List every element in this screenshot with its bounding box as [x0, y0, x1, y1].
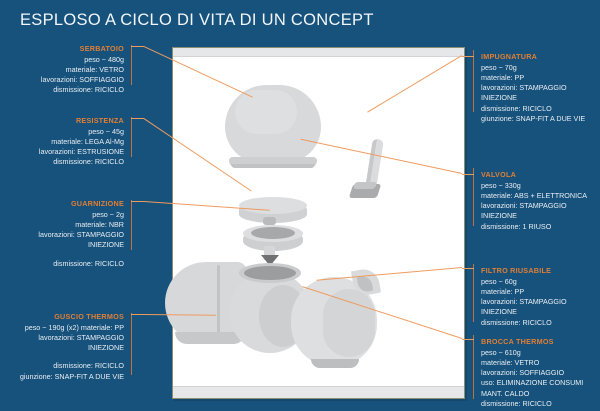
label-brocca-thermos-line-2: lavorazioni: SOFFIAGGIO — [481, 368, 565, 378]
part-guscio-thermos-left-seam — [217, 265, 220, 341]
label-impugnatura-heading: IMPUGNATURA — [481, 52, 538, 61]
part-serbatoio-base-shadow — [231, 164, 315, 168]
tick-impugnatura — [462, 56, 474, 57]
label-valvola-line-3: INIEZIONE — [481, 211, 517, 221]
label-guarnizione-line-4: dismissione: RICICLO — [53, 258, 124, 268]
label-valvola-line-1: materiale: ABS + ELETTRONICA — [481, 190, 588, 200]
tick-resistenza — [131, 118, 144, 119]
bracket-serbatoio — [131, 45, 132, 85]
label-guarnizione-line-2: lavorazioni: STAMPAGGIO — [38, 230, 124, 240]
bracket-resistenza — [131, 117, 132, 157]
label-impugnatura-line-3: INIEZIONE — [481, 93, 517, 103]
label-brocca-thermos-line-1: materiale: VETRO — [481, 357, 540, 367]
bracket-guscio-thermos — [131, 313, 132, 375]
label-guscio-thermos-line-0: peso ~ 190g (x2) materiale: PP — [24, 322, 124, 332]
part-filtro-ring-bore — [251, 227, 295, 239]
label-serbatoio-line-0: peso ~ 480g — [84, 54, 124, 64]
label-impugnatura-line-1: materiale: PP — [481, 72, 525, 82]
label-impugnatura: IMPUGNATURA peso ~ 70g materiale: PP lav… — [481, 52, 600, 124]
label-filtro-riusabile-line-4: dismissione: RICICLO — [481, 317, 552, 327]
label-valvola-line-0: peso ~ 330g — [481, 180, 521, 190]
label-guscio-thermos-line-4: giunzione: SNAP-FIT A DUE VIE — [19, 371, 124, 381]
label-valvola-line-4: dismissione: 1 RIUSO — [481, 221, 552, 231]
label-guarnizione-line-0: peso ~ 2g — [92, 209, 124, 219]
label-guarnizione-line-3: INIEZIONE — [88, 240, 124, 250]
label-impugnatura-line-4: dismissione: RICICLO — [481, 103, 552, 113]
tick-valvola — [462, 174, 474, 175]
tick-filtro-riusabile — [462, 268, 474, 269]
part-filtro-stem — [264, 246, 275, 260]
label-resistenza-line-2: lavorazioni: ESTRUSIONE — [38, 147, 124, 157]
part-jug-foot — [311, 359, 359, 368]
label-resistenza-heading: RESISTENZA — [75, 116, 124, 125]
label-serbatoio: SERBATOIO peso ~ 480g materiale: VETRO l… — [0, 44, 124, 96]
bracket-guarnizione — [131, 200, 132, 250]
part-impugnatura-foot-top — [352, 182, 378, 189]
tick-serbatoio — [131, 46, 144, 47]
part-guscio-thermos-right-shade — [323, 289, 375, 357]
bracket-brocca-thermos — [473, 335, 474, 399]
label-guscio-thermos-line-1: lavorazioni: STAMPAGGIO — [38, 332, 124, 342]
label-brocca-thermos-line-4: MANT. CALDO — [481, 388, 530, 398]
part-guscio-thermos-left-shadow — [175, 332, 243, 344]
label-filtro-riusabile-line-2: lavorazioni: STAMPAGGIO — [481, 297, 567, 307]
tick-guarnizione — [131, 201, 144, 202]
label-guscio-thermos-heading: GUSCIO THERMOS — [54, 312, 124, 321]
label-serbatoio-heading: SERBATOIO — [79, 44, 124, 53]
label-filtro-riusabile: FILTRO RIUSABILE peso ~ 60g materiale: P… — [481, 266, 600, 328]
label-impugnatura-line-5: giunzione: SNAP-FIT A DUE VIE — [481, 113, 586, 123]
label-filtro-riusabile-line-1: materiale: PP — [481, 286, 525, 296]
label-brocca-thermos-line-0: peso ~ 610g — [481, 347, 521, 357]
label-impugnatura-line-0: peso ~ 70g — [481, 62, 517, 72]
label-valvola: VALVOLA peso ~ 330g materiale: ABS + ELE… — [481, 170, 600, 232]
label-serbatoio-line-1: materiale: VETRO — [65, 64, 124, 74]
label-guscio-thermos: GUSCIO THERMOS peso ~ 190g (x2) material… — [0, 312, 124, 382]
tick-brocca-thermos — [462, 339, 474, 340]
label-valvola-heading: VALVOLA — [481, 170, 517, 179]
label-brocca-thermos-line-3: uso: ELIMINAZIONE CONSUMI — [481, 378, 584, 388]
label-guarnizione-heading: GUARNIZIONE — [70, 199, 124, 208]
bracket-filtro-riusabile — [473, 264, 474, 322]
label-guscio-thermos-line-2: INIEZIONE — [88, 343, 124, 353]
label-resistenza-line-1: materiale: LEGA Al-Mg — [51, 136, 124, 146]
label-serbatoio-line-2: lavorazioni: SOFFIAGGIO — [40, 75, 124, 85]
label-brocca-thermos-heading: BROCCA THERMOS — [481, 337, 554, 346]
label-impugnatura-line-2: lavorazioni: STAMPAGGIO — [481, 83, 567, 93]
part-serbatoio-base — [229, 157, 317, 167]
label-resistenza-line-0: peso ~ 45g — [88, 126, 124, 136]
part-valvola — [263, 217, 276, 225]
label-filtro-riusabile-line-3: INIEZIONE — [481, 307, 517, 317]
label-brocca-thermos: BROCCA THERMOS peso ~ 610g materiale: VE… — [481, 337, 600, 409]
page-title: ESPLOSO A CICLO DI VITA DI UN CONCEPT — [20, 11, 374, 29]
label-serbatoio-line-3: dismissione: RICICLO — [53, 85, 124, 95]
tick-guscio-thermos — [131, 314, 144, 315]
label-filtro-riusabile-line-0: peso ~ 60g — [481, 276, 517, 286]
label-guarnizione-line-1: materiale: NBR — [75, 219, 124, 229]
label-guarnizione: GUARNIZIONE peso ~ 2g materiale: NBR lav… — [0, 199, 124, 269]
label-guscio-thermos-line-3: dismissione: RICICLO — [53, 361, 124, 371]
panel-top-strip — [173, 48, 464, 57]
part-brocca-mouth-inner — [244, 266, 296, 280]
label-resistenza-line-3: dismissione: RICICLO — [53, 157, 124, 167]
part-filtro-cone — [261, 255, 279, 266]
label-valvola-line-2: lavorazioni: STAMPAGGIO — [481, 201, 567, 211]
label-filtro-riusabile-heading: FILTRO RIUSABILE — [481, 266, 552, 275]
bracket-valvola — [473, 168, 474, 226]
panel-bottom-strip — [173, 386, 464, 398]
illustration-panel — [165, 47, 465, 399]
label-resistenza: RESISTENZA peso ~ 45g materiale: LEGA Al… — [0, 116, 124, 168]
part-serbatoio-highlight — [235, 90, 297, 134]
exploded-view-illustration — [165, 57, 464, 388]
bracket-impugnatura — [473, 50, 474, 112]
label-brocca-thermos-line-5: dismissione: RICICLO — [481, 398, 552, 408]
part-guarnizione-top — [239, 197, 307, 214]
